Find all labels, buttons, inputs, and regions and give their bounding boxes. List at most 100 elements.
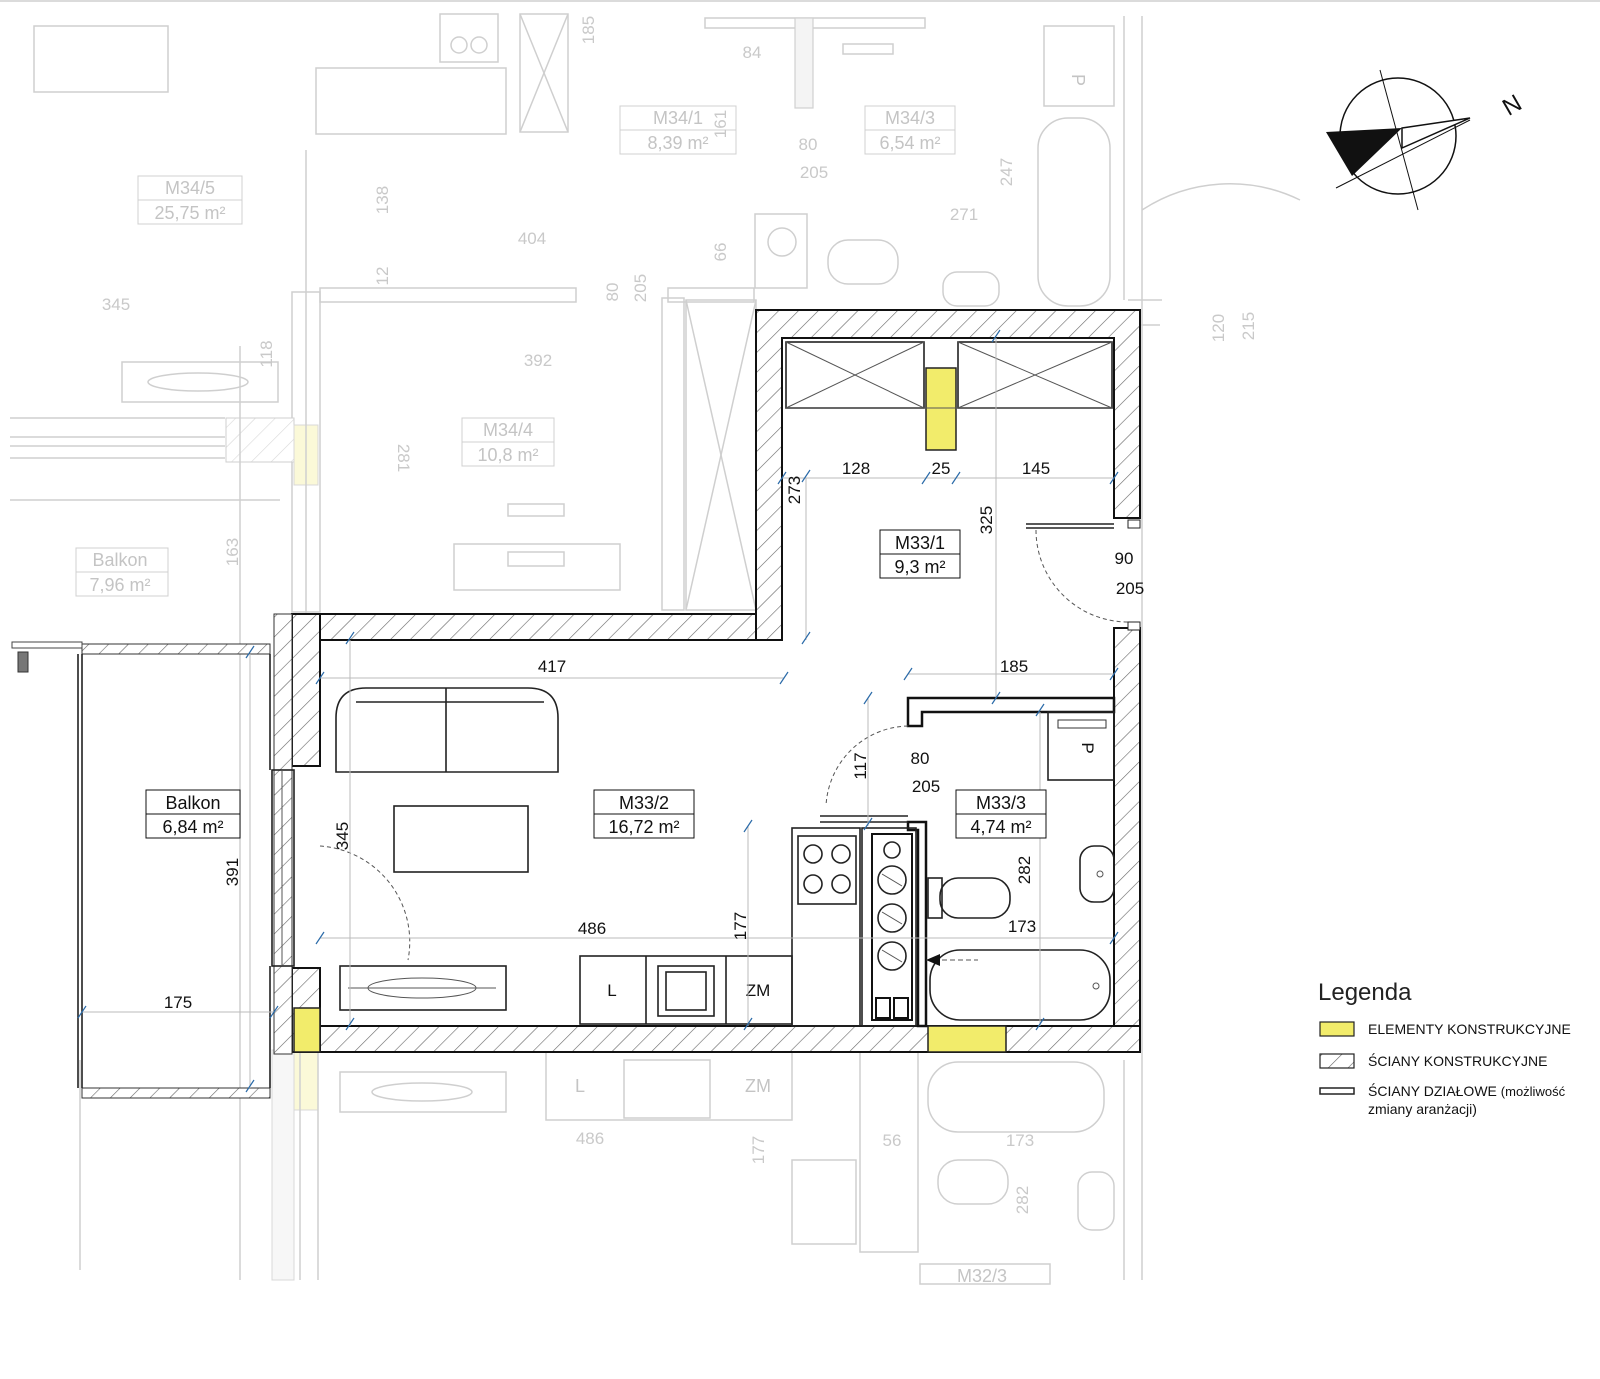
structural-elements — [293, 367, 1007, 1053]
dimension-lines — [77, 329, 1119, 1093]
svg-text:Balkon: Balkon — [165, 793, 220, 813]
wall-north-corridor — [755, 309, 1141, 641]
legend-label-partition-walls: ŚCIANY DZIAŁOWE (możliwość — [1368, 1082, 1566, 1099]
room-label-m33-2: M33/2 16,72 m² — [593, 789, 695, 839]
dim-417: 417 — [538, 657, 566, 676]
sofa — [335, 687, 559, 773]
svg-text:M33/1: M33/1 — [895, 533, 945, 553]
svg-text:271: 271 — [950, 205, 978, 224]
compass-north-label: N — [1498, 89, 1527, 121]
dim-25: 25 — [932, 459, 951, 478]
ghost-room-balkon: Balkon 7,96 m² — [75, 547, 169, 597]
svg-text:L: L — [575, 1076, 585, 1096]
balcony — [11, 641, 271, 1099]
svg-text:185: 185 — [579, 16, 598, 44]
svg-text:177: 177 — [749, 1136, 768, 1164]
column-corridor — [925, 367, 957, 451]
svg-text:M34/1: M34/1 — [653, 108, 703, 128]
legend-label-structural-walls: ŚCIANY KONSTRUKCYJNE — [1368, 1052, 1547, 1069]
compass-needle-light — [1401, 117, 1471, 150]
living-room-furniture — [271, 687, 559, 1011]
svg-text:8,39 m²: 8,39 m² — [647, 133, 708, 153]
dim-205-entrance: 205 — [1116, 579, 1144, 598]
dim-117: 117 — [851, 752, 870, 779]
svg-text:215: 215 — [1239, 312, 1258, 340]
kitchen-counter — [791, 827, 861, 1027]
svg-text:138: 138 — [373, 186, 392, 214]
svg-text:345: 345 — [102, 295, 130, 314]
room-label-m33-1: M33/1 9,3 m² — [879, 529, 961, 579]
svg-text:M33/3: M33/3 — [976, 793, 1026, 813]
svg-text:16,72 m²: 16,72 m² — [608, 817, 679, 837]
ghost-room-m32-3: M32/3 — [957, 1266, 1007, 1286]
freezer-label: ZM — [746, 981, 771, 1000]
bathroom-sink — [1079, 845, 1115, 903]
wall-corridor-south — [319, 613, 757, 641]
legend-title: Legenda — [1318, 979, 1412, 1006]
ghost-room-m34-1: M34/1 8,39 m² — [619, 105, 737, 155]
dim-177: 177 — [731, 912, 750, 940]
svg-text:163: 163 — [223, 538, 242, 566]
room-label-balkon: Balkon 6,84 m² — [145, 789, 241, 839]
legend-label-structural-elements: ELEMENTY KONSTRUKCYJNE — [1368, 1021, 1571, 1037]
dim-145: 145 — [1022, 459, 1050, 478]
dim-282: 282 — [1015, 856, 1034, 884]
svg-text:205: 205 — [800, 163, 828, 182]
dim-391: 391 — [223, 858, 242, 886]
svg-text:80: 80 — [799, 135, 818, 154]
svg-text:282: 282 — [1013, 1186, 1032, 1214]
partition-walls — [820, 696, 1116, 1028]
dim-90: 90 — [1115, 549, 1134, 568]
svg-text:M33/2: M33/2 — [619, 793, 669, 813]
svg-text:120: 120 — [1209, 314, 1228, 342]
column-south — [927, 1025, 1007, 1053]
dim-325: 325 — [977, 506, 996, 534]
svg-text:6,84 m²: 6,84 m² — [162, 817, 223, 837]
svg-text:205: 205 — [631, 274, 650, 302]
room-labels: M33/1 9,3 m² M33/2 16,72 m² M33/3 4,74 m… — [145, 529, 1047, 839]
dim-273: 273 — [785, 476, 804, 504]
ghost-room-m34-4: M34/4 10,8 m² — [461, 417, 555, 467]
dim-345: 345 — [333, 822, 352, 850]
room-label-m33-3: M33/3 4,74 m² — [955, 789, 1047, 839]
legend-swatch-partition-walls — [1319, 1087, 1355, 1095]
compass: N — [1326, 69, 1527, 211]
svg-text:6,54 m²: 6,54 m² — [879, 133, 940, 153]
fridge-label: L — [607, 981, 616, 1000]
wardrobes — [785, 341, 1113, 409]
svg-text:M34/3: M34/3 — [885, 108, 935, 128]
svg-text:80: 80 — [603, 283, 622, 302]
structural-walls — [273, 309, 1141, 1055]
dimension-labels: 128 25 145 273 325 90 205 417 185 117 80… — [164, 459, 1144, 1012]
svg-text:M34/4: M34/4 — [483, 420, 533, 440]
dim-205-bathroom: 205 — [912, 777, 940, 796]
svg-text:66: 66 — [711, 243, 730, 262]
svg-text:392: 392 — [524, 351, 552, 370]
svg-text:7,96 m²: 7,96 m² — [89, 575, 150, 595]
toilet — [939, 877, 1011, 919]
neighbor-context: P — [0, 0, 1600, 1285]
bathtub — [929, 949, 1111, 1021]
wall-east — [1113, 627, 1141, 1053]
cooktop — [797, 835, 857, 905]
balcony-door-frame — [271, 769, 295, 967]
ghost-room-m34-3: M34/3 6,54 m² — [864, 105, 956, 155]
dim-185: 185 — [1000, 657, 1028, 676]
dim-80: 80 — [911, 749, 930, 768]
svg-text:M34/5: M34/5 — [165, 178, 215, 198]
svg-text:161: 161 — [711, 110, 730, 138]
ghost-washer-label: P — [1068, 74, 1088, 86]
ghost-room-m34-5: M34/5 25,75 m² — [137, 175, 243, 225]
svg-text:84: 84 — [743, 43, 762, 62]
svg-text:56: 56 — [883, 1131, 902, 1150]
svg-text:247: 247 — [997, 158, 1016, 186]
wall-west-upper — [291, 613, 321, 767]
dim-175: 175 — [164, 993, 192, 1012]
svg-text:404: 404 — [518, 229, 546, 248]
neighbor-dimensions: 185 84 161 80 205 138 247 271 404 66 12 … — [102, 16, 1258, 1214]
svg-text:ZM: ZM — [745, 1076, 771, 1096]
neighbor-room-labels: M34/1 8,39 m² M34/3 6,54 m² M34/5 25,75 … — [75, 105, 1007, 1286]
dim-486: 486 — [578, 919, 606, 938]
svg-text:4,74 m²: 4,74 m² — [970, 817, 1031, 837]
svg-text:486: 486 — [576, 1129, 604, 1148]
